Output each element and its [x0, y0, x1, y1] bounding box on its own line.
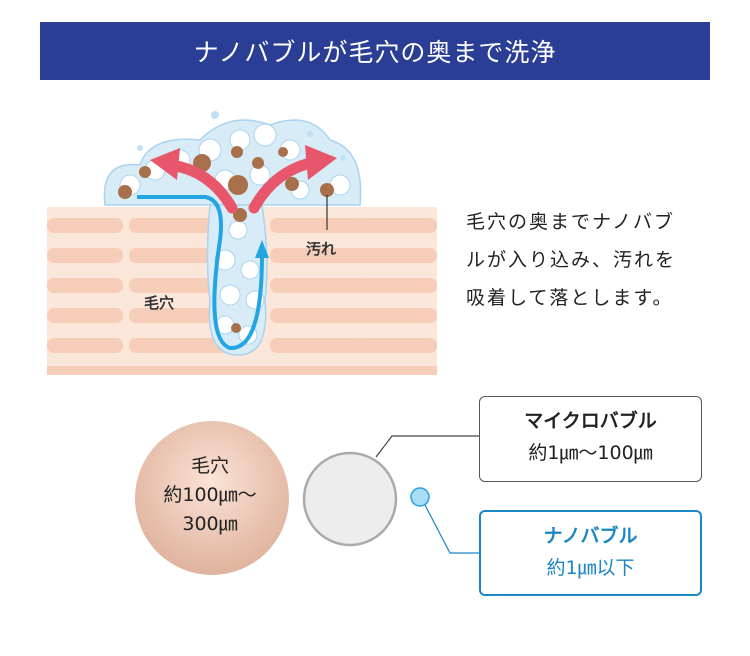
microbubble-circle	[302, 451, 398, 547]
nanobubble-name: ナノバブル	[543, 525, 638, 547]
nanobubble-circle	[410, 487, 430, 507]
title-banner: ナノバブルが毛穴の奥まで洗浄	[40, 22, 710, 80]
pore-size-2: 300㎛	[182, 513, 238, 535]
microbubble-box: マイクロバブル 約1㎛〜100㎛	[479, 396, 702, 482]
microbubble-size: 約1㎛〜100㎛	[528, 442, 653, 464]
pore-label: 毛穴	[144, 294, 175, 312]
pore-size-text: 毛穴 約100㎛〜 300㎛	[150, 452, 270, 539]
skin-layers	[47, 207, 437, 375]
dirt-particles	[118, 146, 334, 333]
description: 毛穴の奥までナノバブ ルが入り込み、汚れを 吸着して落とします。	[466, 203, 716, 317]
description-line: 吸着して落とします。	[466, 287, 674, 309]
microbubble-name: マイクロバブル	[524, 410, 657, 432]
nanobubble-box: ナノバブル 約1㎛以下	[479, 510, 702, 596]
dirt-label: 汚れ	[306, 240, 337, 258]
micro-leader-line	[375, 435, 479, 458]
description-line: ルが入り込み、汚れを	[466, 249, 677, 271]
flow-arrow	[137, 195, 264, 351]
pore-circle	[135, 421, 289, 575]
arrowhead-right	[305, 145, 337, 180]
pore-size-1: 約100㎛〜	[163, 484, 257, 506]
description-line: 毛穴の奥までナノバブ	[466, 211, 676, 233]
bubble-specks	[137, 111, 346, 161]
nanobubble-size: 約1㎛以下	[546, 557, 635, 579]
arrowhead-left	[150, 148, 180, 180]
nano-leader-line	[424, 504, 479, 554]
pore-name: 毛穴	[190, 455, 229, 477]
